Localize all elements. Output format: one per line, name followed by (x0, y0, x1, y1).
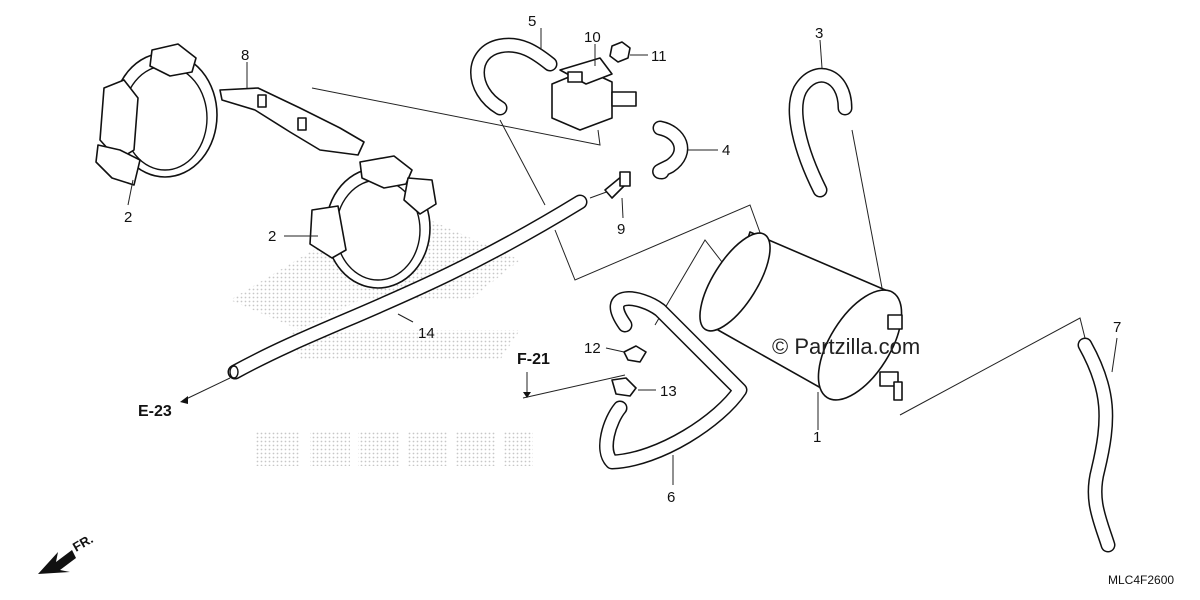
leader-lines (127, 28, 1118, 485)
callout-14: 14 (418, 325, 435, 342)
hose-clip (623, 345, 647, 363)
canister (699, 231, 903, 401)
diagram-code: MLC4F2600 (1108, 573, 1174, 587)
callout-11: 11 (651, 48, 667, 65)
callout-2-upper: 2 (124, 209, 132, 226)
front-label: FR. (70, 531, 96, 554)
hose-short (652, 120, 689, 180)
callout-1: 1 (813, 429, 821, 446)
hose-clamp (611, 377, 637, 397)
ref-e23: E-23 (138, 403, 172, 420)
solenoid-valve (551, 57, 637, 131)
hose-right (1077, 337, 1116, 553)
clamp-lower (309, 155, 437, 289)
tube-long (227, 194, 588, 380)
callout-3: 3 (815, 25, 823, 42)
callout-9: 9 (617, 221, 625, 238)
callout-2-lower: 2 (268, 228, 276, 245)
watermark: © Partzilla.com (772, 334, 920, 359)
callout-12: 12 (584, 340, 601, 357)
callout-10: 10 (584, 29, 601, 46)
nut (609, 41, 631, 63)
reference-labels: F-21 E-23 (138, 351, 550, 420)
ref-f21: F-21 (517, 351, 550, 368)
callout-labels: 1 2 2 3 4 5 6 7 8 9 10 11 12 13 14 (124, 13, 1121, 506)
bracket (219, 87, 365, 156)
joint (604, 171, 631, 199)
clamp-upper (95, 43, 218, 186)
callout-7: 7 (1113, 319, 1121, 336)
callout-13: 13 (660, 383, 677, 400)
hose-upper (470, 37, 558, 116)
callout-5: 5 (528, 13, 536, 30)
callout-6: 6 (667, 489, 675, 506)
hose-lower (599, 291, 748, 470)
callout-4: 4 (722, 142, 730, 159)
front-direction-indicator: FR. (38, 531, 96, 574)
hose-curved (788, 67, 853, 198)
front-arrow-icon (38, 550, 76, 574)
callout-8: 8 (241, 47, 249, 64)
